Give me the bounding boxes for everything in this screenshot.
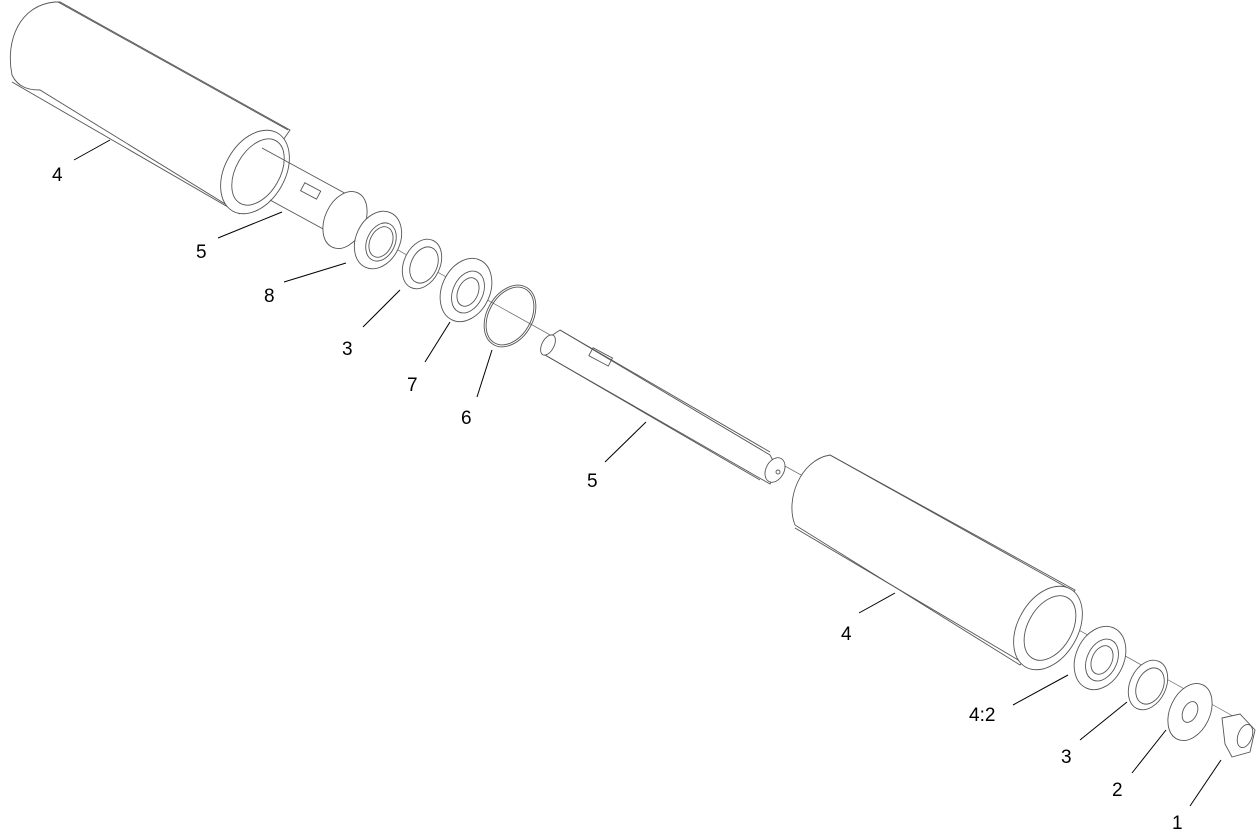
callout-tube-upper: 4 [52,165,63,186]
o-ring-6 [483,284,537,348]
callout-tube-lower: 4 [841,624,852,645]
roller-tube-upper [9,1,291,215]
callout-bearing: 7 [407,375,418,396]
callout-hub: 8 [264,286,275,307]
callout-o-ring: 6 [461,408,472,429]
callout-washer-lower: 3 [1061,747,1072,768]
callout-shaft-upper: 5 [196,242,207,263]
callout-bearing-lower: 4:2 [969,705,996,726]
roller-tube-lower [791,454,1083,671]
bearing-7 [439,257,493,323]
shaft-center [540,329,786,485]
leader-lines [73,139,1222,807]
hub-8 [322,191,403,270]
washer-3-lower [1127,659,1169,711]
hex-nut-1 [1221,713,1256,758]
bearing-4-2 [1073,625,1127,691]
callout-nut: 1 [1172,813,1183,834]
callout-flat-washer: 2 [1112,780,1123,801]
callout-washer-upper: 3 [342,339,353,360]
flat-washer-2 [1167,683,1213,741]
callout-shaft-center: 5 [587,471,598,492]
shaft-upper [261,147,351,231]
washer-3-upper [401,238,443,290]
